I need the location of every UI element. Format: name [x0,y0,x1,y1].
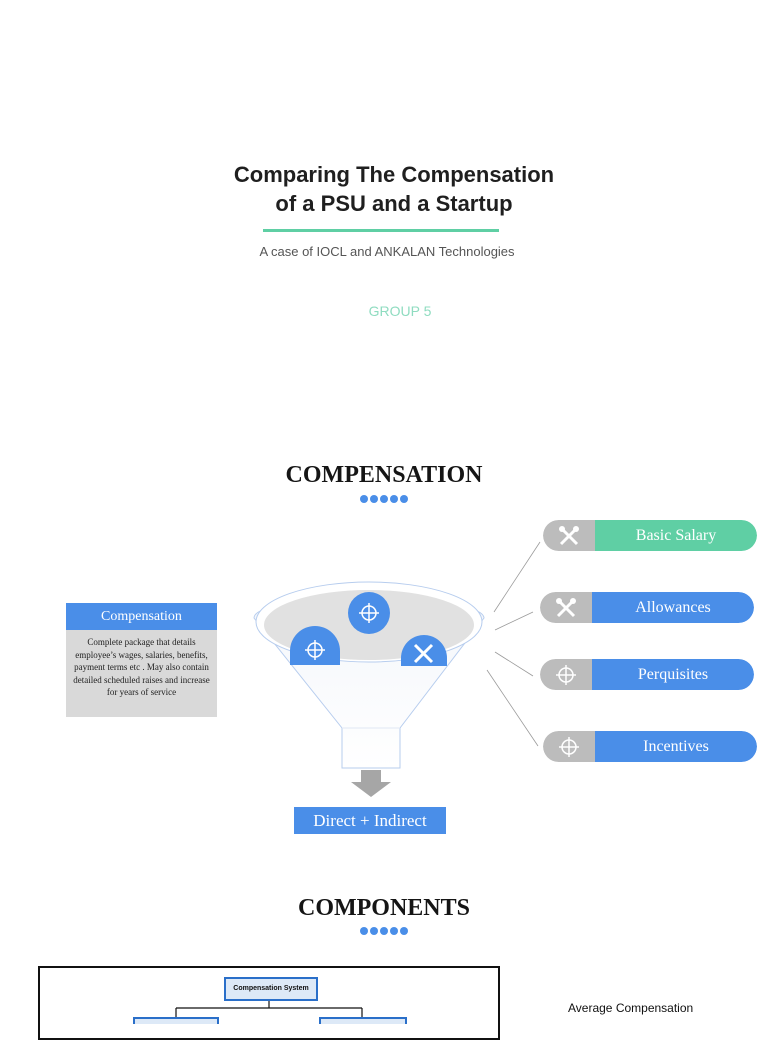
diagram-connectors [133,996,407,1024]
compensation-box-text: Complete package that details employee’s… [73,637,210,697]
incentives-label: Incentives [595,731,757,762]
compensation-system-box: Compensation System [224,977,318,1001]
group-label: GROUP 5 [368,303,432,319]
allowances-label: Allowances [592,592,754,623]
page-title: Comparing The Compensation of a PSU and … [0,160,768,218]
dot [380,495,388,503]
heading-dots [0,927,768,935]
arrow-down-icon [351,770,391,797]
subtitle: A case of IOCL and ANKALAN Technologies [259,244,515,259]
pill-basic-salary: Basic Salary [543,520,757,551]
compensation-box-title: Compensation [66,603,217,630]
crosshair-icon [348,592,390,634]
perquisites-label: Perquisites [592,659,754,690]
heading-dots [0,495,768,503]
title-line-2: of a PSU and a Startup [275,191,513,216]
dot [370,495,378,503]
components-heading: COMPONENTS [297,895,470,921]
crosshair-icon [559,736,579,757]
dot [370,927,378,935]
title-divider [263,229,499,232]
dot [360,495,368,503]
tools-icon [556,597,576,617]
dot [380,927,388,935]
compensation-heading: COMPENSATION [285,462,483,488]
dot [360,927,368,935]
basic-salary-label: Basic Salary [595,520,757,551]
pill-incentives: Incentives [543,731,757,762]
crosshair-icon [556,664,576,685]
crosshair-icon [290,626,340,665]
dot [390,495,398,503]
tools-icon [401,635,447,666]
dot [400,927,408,935]
dot [400,495,408,503]
direct-indirect-label: Direct + Indirect [294,807,446,834]
dot [390,927,398,935]
pill-perquisites: Perquisites [540,659,754,690]
title-line-1: Comparing The Compensation [233,162,555,187]
pill-allowances: Allowances [540,592,754,623]
connector-lines [486,541,541,747]
tools-icon [559,525,579,545]
funnel-graphic [253,581,485,769]
average-compensation-label: Average Compensation [568,1001,694,1015]
